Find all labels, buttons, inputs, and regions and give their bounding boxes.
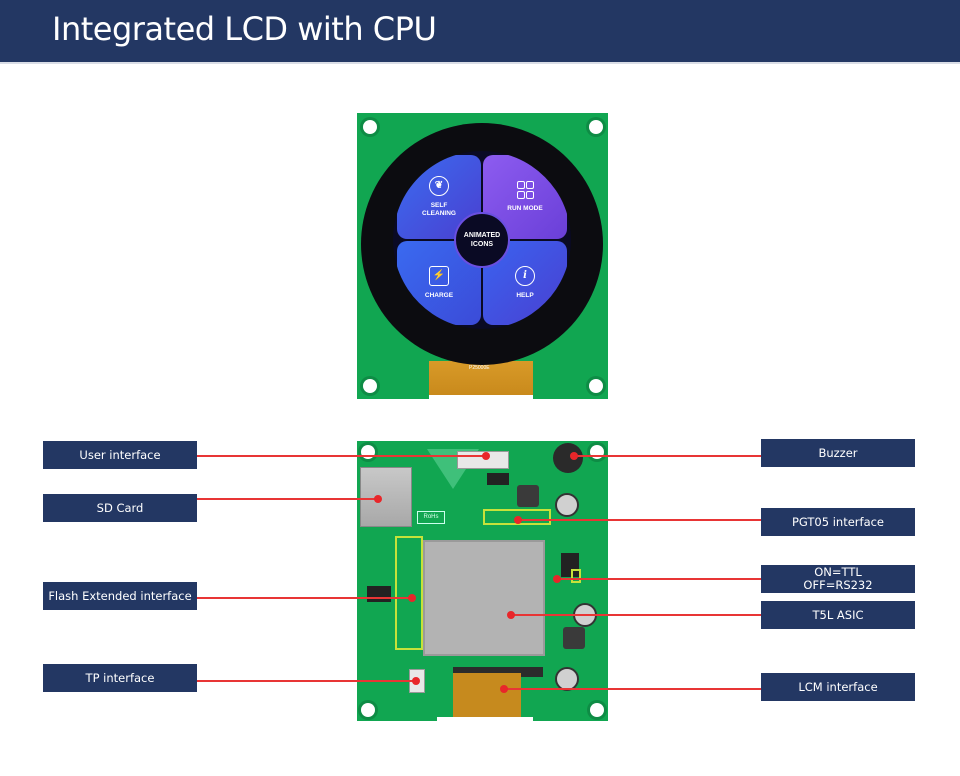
- ic-chip: [487, 473, 509, 485]
- pgt05-pin-header: [483, 509, 551, 525]
- inductor: [517, 485, 539, 507]
- mounting-hole: [589, 120, 603, 134]
- callout-lcm-interface: LCM interface: [761, 673, 915, 701]
- plug-icon: ⚡: [429, 266, 449, 286]
- callout-dot: [553, 575, 561, 583]
- callout-dot: [570, 452, 578, 460]
- page-title: Integrated LCD with CPU: [52, 10, 437, 48]
- rohs-mark: RoHs: [417, 511, 445, 524]
- mounting-hole: [363, 379, 377, 393]
- round-lcd-screen: ❦ SELF CLEANING RUN MODE ⚡ CHARGE i HELP…: [393, 151, 571, 329]
- mounting-hole: [361, 703, 375, 717]
- callout-dot: [500, 685, 508, 693]
- leader-line: [197, 455, 486, 457]
- ttl-rs232-jumper: [571, 569, 581, 583]
- callout-dot: [482, 452, 490, 460]
- t5l-asic-shield: [423, 540, 545, 656]
- lcm-connector: [453, 667, 543, 677]
- callout-label: LCM interface: [798, 679, 878, 694]
- leader-line: [197, 597, 412, 599]
- center-badge: ANIMATED ICONS: [454, 212, 510, 268]
- leader-line: [504, 688, 761, 690]
- leader-line: [197, 680, 416, 682]
- round-lcd-bezel: ❦ SELF CLEANING RUN MODE ⚡ CHARGE i HELP…: [361, 123, 603, 365]
- tile-label: CHARGE: [424, 292, 454, 299]
- leader-line: [518, 519, 761, 521]
- fpc-marking: P25000E: [469, 365, 490, 371]
- flash-extended-area: [395, 536, 423, 650]
- rs232-chip: [561, 553, 579, 577]
- callout-label: ON=TTL OFF=RS232: [803, 565, 873, 592]
- flash-chip: [367, 586, 391, 602]
- tile-label: RUN MODE: [507, 205, 543, 212]
- callout-flash-extended-interface: Flash Extended interface: [43, 582, 197, 610]
- lcd-fpc-cable: P25000E: [429, 361, 533, 395]
- callout-pgt05-interface: PGT05 interface: [761, 508, 915, 536]
- inductor: [563, 627, 585, 649]
- callout-dot: [408, 594, 416, 602]
- board-notch: [437, 717, 533, 721]
- callout-label: PGT05 interface: [791, 514, 885, 529]
- callout-label: User interface: [79, 447, 161, 462]
- leader-line: [197, 498, 378, 500]
- leader-line: [574, 455, 761, 457]
- callout-label: TP interface: [85, 670, 155, 685]
- callout-dot: [412, 677, 420, 685]
- leader-line: [511, 614, 761, 616]
- sd-card-slot: [360, 467, 412, 527]
- callout-user-interface: User interface: [43, 441, 197, 469]
- callout-tp-interface: TP interface: [43, 664, 197, 692]
- mounting-hole: [590, 703, 604, 717]
- leader-line: [557, 578, 761, 580]
- callout-ttl-rs232-switch: ON=TTL OFF=RS232: [761, 565, 915, 593]
- callout-buzzer: Buzzer: [761, 439, 915, 467]
- header-divider: [0, 62, 960, 64]
- callout-t5l-asic: T5L ASIC: [761, 601, 915, 629]
- callout-sd-card: SD Card: [43, 494, 197, 522]
- capacitor: [555, 493, 579, 517]
- callout-dot: [374, 495, 382, 503]
- tile-label: HELP: [516, 292, 534, 299]
- mounting-hole: [589, 379, 603, 393]
- mounting-hole: [363, 120, 377, 134]
- callout-label: Buzzer: [818, 445, 858, 460]
- center-label: ANIMATED ICONS: [463, 232, 501, 248]
- back-board-photo: RoHs: [357, 441, 608, 721]
- page-header: Integrated LCD with CPU: [0, 0, 960, 62]
- buzzer-component: [553, 443, 583, 473]
- leaf-icon: ❦: [429, 176, 449, 196]
- capacitor: [555, 667, 579, 691]
- callout-label: SD Card: [96, 500, 144, 515]
- callout-dot: [507, 611, 515, 619]
- info-icon: i: [515, 266, 535, 286]
- lcm-fpc-cable: [453, 673, 521, 721]
- callout-label: Flash Extended interface: [48, 588, 192, 603]
- callout-dot: [514, 516, 522, 524]
- front-board-photo: P25000E ❦ SELF CLEANING RUN MODE ⚡ CHARG…: [357, 113, 608, 399]
- grid-icon: [516, 181, 534, 199]
- callout-label: T5L ASIC: [812, 607, 864, 622]
- tile-label: SELF CLEANING: [422, 202, 456, 217]
- board-notch: [429, 395, 533, 399]
